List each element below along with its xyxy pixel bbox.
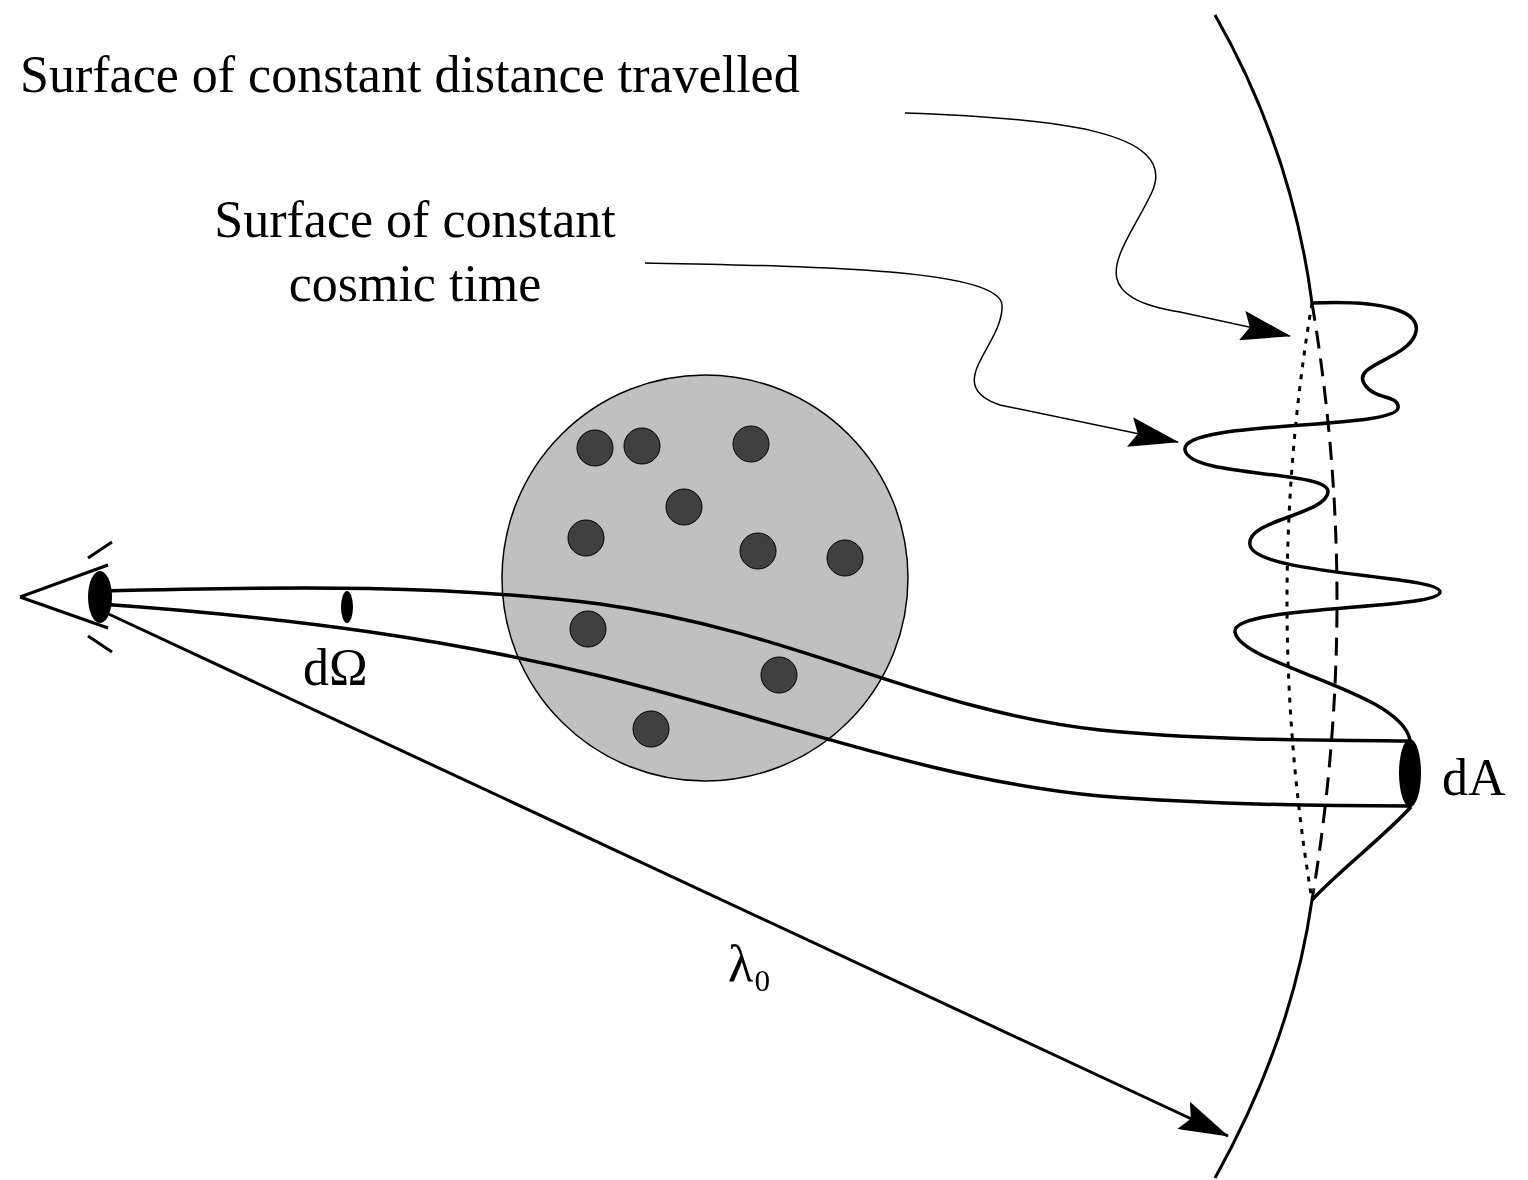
- matter-region: [502, 375, 908, 781]
- label: dΩ: [303, 638, 413, 698]
- label: Surface of constant cosmic time: [150, 188, 680, 316]
- clumps: [568, 426, 863, 747]
- leader-line: [905, 113, 1290, 336]
- solid-angle-mark: [341, 591, 353, 623]
- eye: [20, 542, 112, 652]
- dotted-surface: [1287, 303, 1312, 900]
- label: dA: [1442, 748, 1522, 808]
- distance-arrow: [100, 610, 1228, 1136]
- label: Surface of constant distance travelled: [20, 44, 1020, 106]
- dashed-surface: [1312, 303, 1337, 900]
- light-beam: [100, 588, 1410, 806]
- label: λ₀: [728, 934, 838, 994]
- cosmic-time-surface: [1185, 302, 1440, 900]
- leader-line: [645, 263, 1178, 442]
- distance-surface: [1215, 15, 1312, 1178]
